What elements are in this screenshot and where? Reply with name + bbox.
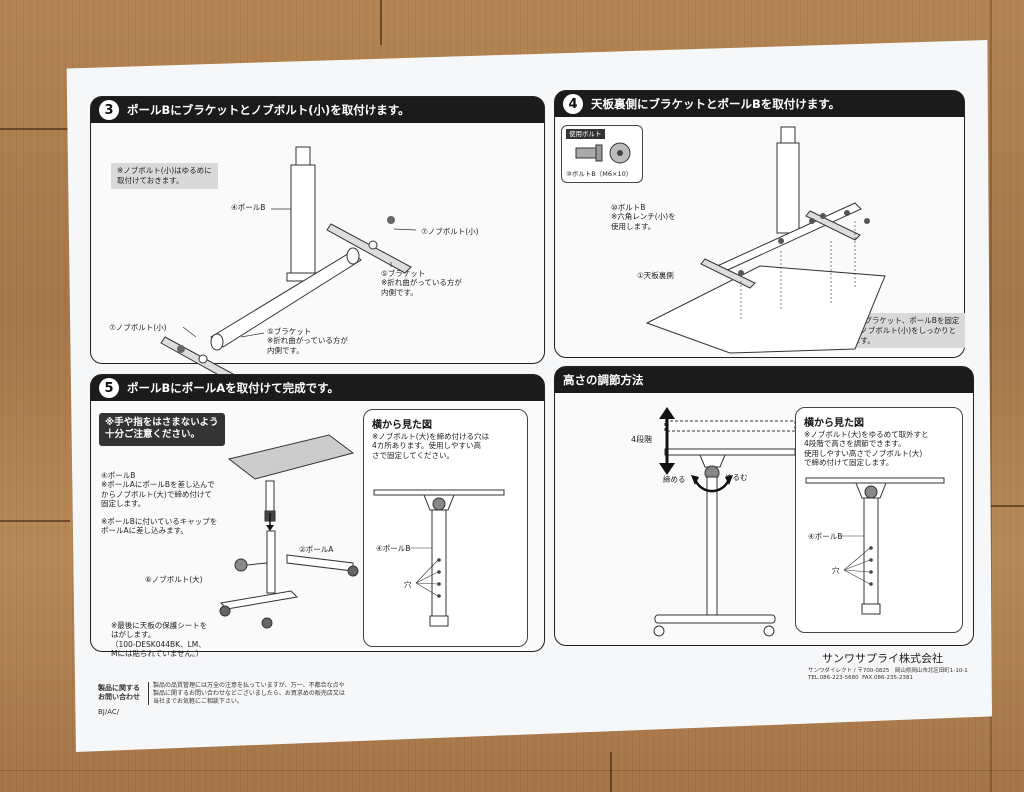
footer-contact-text: 製品の品質管理には万全の注意を払っていますが、万一、不都合な点や 製品に関するお… [148,682,345,706]
step5-header: 5 ポールBにポールAを取付けて完成です。 [91,375,544,401]
step5-side-view-note: ※ノブボルト(大)を締め付ける穴は 4カ所あります。使用しやすい高 さで固定して… [372,432,490,460]
bolt-icon [820,213,826,219]
pole-a [266,530,276,594]
knob-bolt-small-icon [177,345,185,353]
step5-desk-diagram [219,434,359,629]
instruction-sheet: 3 ポールBにブラケットとノブボルト(小)を取付けます。 ※ノブボルト(小)はゆ… [66,40,992,752]
tabletop-side [805,477,945,484]
bracket-right [326,223,412,274]
floor-seam [0,520,70,522]
pole-b-side [431,509,447,621]
tabletop-raised [664,420,796,432]
height-side-pole-b-label: ④ポールB [808,532,843,541]
floor-seam [990,505,1024,507]
step3-pole-b-label: ④ポールB [231,203,266,212]
tabletop [664,448,796,456]
step5-pole-b-note: ④ポールB ※ポールAにポールBを差し込んで からノブボルト(大)で締め付けて … [101,471,215,509]
step4-tabletop-label: ①天板裏側 [637,271,674,280]
height-title: 高さの調節方法 [563,373,644,387]
floor-seam [0,128,70,130]
height-loosen-label: ゆるむ [725,473,748,482]
step3-diagram [160,146,417,394]
bolt-icon [738,270,744,276]
step3-panel: 3 ポールBにブラケットとノブボルト(小)を取付けます。 ※ノブボルト(小)はゆ… [90,96,545,394]
step5-sheet-note: ※最後に天板の保護シートを はがします。 （100-DESK044BK、LM、 … [111,621,208,659]
step5-side-diagram [373,489,505,627]
rotate-arrow-icon [693,478,731,493]
pole-b [265,480,275,512]
crossbar [210,251,362,348]
step4-panel: 4 天板裏側にブラケットとポールBを取付けます。 使用ボルト ⑩ボルトB（M6×… [554,90,966,358]
step5-panel: 5 ポールBにポールAを取付けて完成です。 ※手や指をはさまないよう 十分ご注意… [90,374,545,658]
pole-b [776,142,800,234]
bolt-icon [864,218,870,224]
step3-bracket-right-label: ⑤ブラケット ※折れ曲がっている方が 内側です。 [381,269,462,297]
step4-diagram [645,126,886,354]
down-arrow-icon [266,525,274,531]
bolt-icon [809,218,815,224]
down-arrow-icon [659,463,675,475]
bolt-b-name: ⑩ボルトB（M6×10） [566,170,633,178]
step4-wrench-note: ⑩ボルトB ※六角レンチ(小)を 使用します。 [611,203,676,231]
step4-title: 天板裏側にブラケットとポールBを取付けます。 [591,97,841,111]
step3-badge: 3 [99,100,119,120]
step5-side-pole-b-label: ④ポールB [376,544,411,553]
step4-header: 4 天板裏側にブラケットとポールBを取付けます。 [555,91,964,117]
bracket [700,258,756,289]
step5-title: ポールBにポールAを取付けて完成です。 [127,381,340,395]
step3-title: ポールBにブラケットとノブボルト(小)を取付けます。 [127,103,410,117]
floor-seam [0,770,1024,771]
knob-bolt-small-icon [387,216,395,224]
tabletop [645,265,886,354]
step3-knob-small-left-label: ⑦ノブボルト(小) [109,323,167,332]
footer-address: サンワダイレクト / 〒700-0825 岡山県岡山市北区田町1-10-1 TE… [808,668,968,682]
floor-seam [610,752,612,792]
base [654,614,776,624]
crossbar-end [346,247,360,265]
step3-header: 3 ポールBにブラケットとノブボルト(小)を取付けます。 [91,97,544,123]
footer-company: サンワサプライ株式会社 [822,652,943,665]
height-side-view-note: ※ノブボルト(大)をゆるめて取外すと 4段階で高さを調節できます。 使用しやすい… [804,430,929,468]
bolt-icon [778,238,784,244]
step5-badge: 5 [99,378,119,398]
bolt-icon [844,210,850,216]
tabletop-side [373,489,505,496]
step4-badge: 4 [563,94,583,114]
up-arrow-icon [659,407,675,419]
footer-contact-label: 製品に関する お問い合わせ [98,684,140,702]
height-header: 高さの調節方法 [555,367,973,393]
step5-side-hole-label: 穴 [404,580,412,589]
knob-bolt-large-icon [234,558,248,572]
pole-b-top [295,146,311,168]
pole [706,476,718,618]
height-side-diagram [805,477,945,615]
height-diagram [653,407,796,637]
step3-bracket-left-label: ⑤ブラケット ※折れ曲がっている方が 内側です。 [267,327,348,355]
step5-side-view: 横から見た図 ※ノブボルト(大)を締め付ける穴は 4カ所あります。使用しやすい高… [363,409,528,647]
footer-code: BJ/AC/ [98,708,120,716]
step5-pole-a-label: ②ポールA [299,545,334,554]
step5-cap-note: ※ポールBに付いているキャップを ポールAに差し込みます。 [101,517,218,536]
height-side-view-title: 横から見た図 [804,418,864,429]
step5-warning: ※手や指をはさまないよう 十分ご注意ください。 [99,413,225,446]
bolt-box-label: 使用ボルト [566,129,605,140]
tabletop [227,434,355,480]
step5-knob-large-label: ⑥ノブボルト(大) [145,575,203,584]
height-levels-label: 4段階 [631,435,653,444]
bolt-b-icon [575,142,631,164]
floor-seam [380,0,382,45]
height-side-view: 横から見た図 ※ノブボルト(大)をゆるめて取外すと 4段階で高さを調節できます。… [795,407,963,633]
height-tighten-label: 締める [663,475,686,484]
step3-note: ※ノブボルト(小)はゆるめに 取付けておきます。 [111,163,218,189]
floor-seam [990,0,992,792]
pole-b-side [863,497,879,609]
bolt-box: 使用ボルト ⑩ボルトB（M6×10） [561,125,643,183]
height-panel: 高さの調節方法 4段階 締める ゆるむ 横から見た図 [554,366,974,646]
step3-knob-small-right-label: ⑦ノブボルト(小) [421,227,479,236]
pole-b-body [290,164,316,276]
step5-side-view-title: 横から見た図 [372,420,432,431]
height-side-hole-label: 穴 [832,566,840,575]
